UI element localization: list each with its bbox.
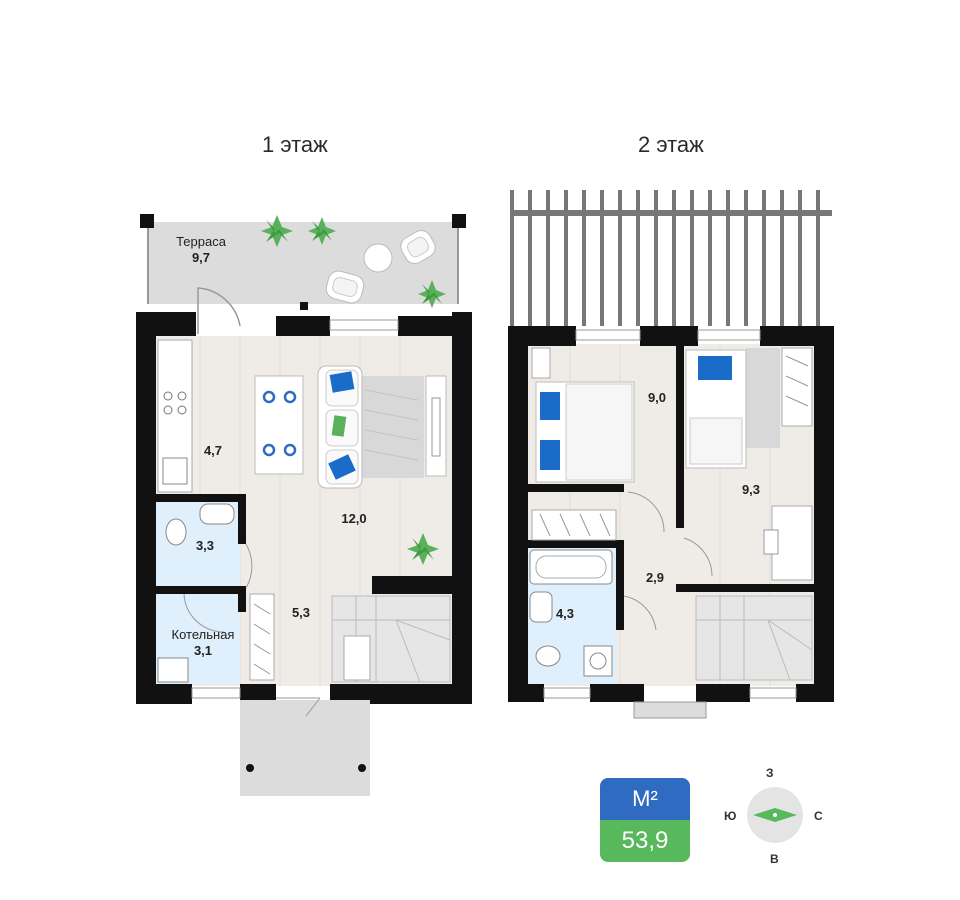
toilet-icon: [535, 645, 561, 667]
dining-table: [254, 375, 304, 475]
plant-icon: [308, 217, 336, 245]
boiler-name: Котельная: [171, 627, 235, 642]
bathroom-2-area: 4,3: [555, 606, 575, 621]
living-area: 12,0: [341, 511, 367, 526]
area-unit: М²: [600, 778, 690, 820]
wardrobe: [781, 347, 813, 427]
terrace-chair: [400, 230, 436, 264]
wardrobe: [531, 509, 617, 541]
bedroom-1-area: 9,0: [647, 390, 667, 405]
sink-icon: [162, 457, 188, 485]
terrace-area: [148, 222, 458, 304]
compass-icon: [747, 787, 803, 843]
boiler-icon: [157, 657, 189, 683]
washbasin-icon: [529, 591, 553, 623]
dining-chair: [262, 390, 297, 457]
terrace-chair: [325, 270, 365, 304]
cushion-icon: [329, 371, 355, 393]
porch: [240, 700, 370, 796]
floor-2-walls: [508, 326, 834, 702]
pillow-icon: [540, 392, 560, 420]
terrace-name: Терраса: [176, 234, 226, 249]
compass-east: С: [814, 809, 823, 823]
washing-machine-icon: [583, 645, 613, 677]
chair: [763, 529, 779, 555]
terrace-label: Терраса 9,7: [166, 234, 236, 266]
plant-icon: [261, 215, 293, 247]
nightstand: [531, 347, 551, 379]
cushion-icon: [331, 415, 347, 437]
kitchen-area: 4,7: [203, 443, 223, 458]
balcony-small: [633, 701, 707, 719]
compass-north: З: [766, 766, 774, 780]
corridor-area: 2,9: [645, 570, 665, 585]
boiler-label: Котельная 3,1: [160, 627, 246, 659]
cushion-icon: [328, 454, 356, 480]
floor-1-title: 1 этаж: [262, 132, 328, 157]
total-area-card: М² 53,9: [600, 778, 690, 862]
compass-west: Ю: [724, 809, 737, 823]
balcony-railing: [510, 190, 832, 326]
floor-1-plan: [136, 214, 472, 796]
floor-2-plan: [508, 190, 834, 719]
cooktop-icon: [163, 391, 187, 415]
floor-2-title: 2 этаж: [638, 132, 704, 157]
wardrobe: [249, 593, 275, 681]
total-area-value: 53,9: [600, 820, 690, 862]
floor-1-walls: [136, 312, 472, 704]
washbasin-icon: [199, 503, 235, 525]
terrace-area: 9,7: [191, 250, 211, 265]
boiler-area: 3,1: [193, 643, 213, 658]
stairs: [695, 595, 813, 681]
toilet-icon: [165, 518, 187, 546]
pillow-icon: [698, 356, 732, 380]
hall-area: 5,3: [291, 605, 311, 620]
pillow-icon: [540, 440, 560, 470]
rug: [360, 376, 424, 478]
plant-icon: [407, 533, 439, 565]
bedroom-2-area: 9,3: [741, 482, 761, 497]
compass-south: В: [770, 852, 779, 866]
plant-icon: [418, 280, 446, 308]
rug: [746, 348, 780, 448]
bathroom-1-area: 3,3: [195, 538, 215, 553]
